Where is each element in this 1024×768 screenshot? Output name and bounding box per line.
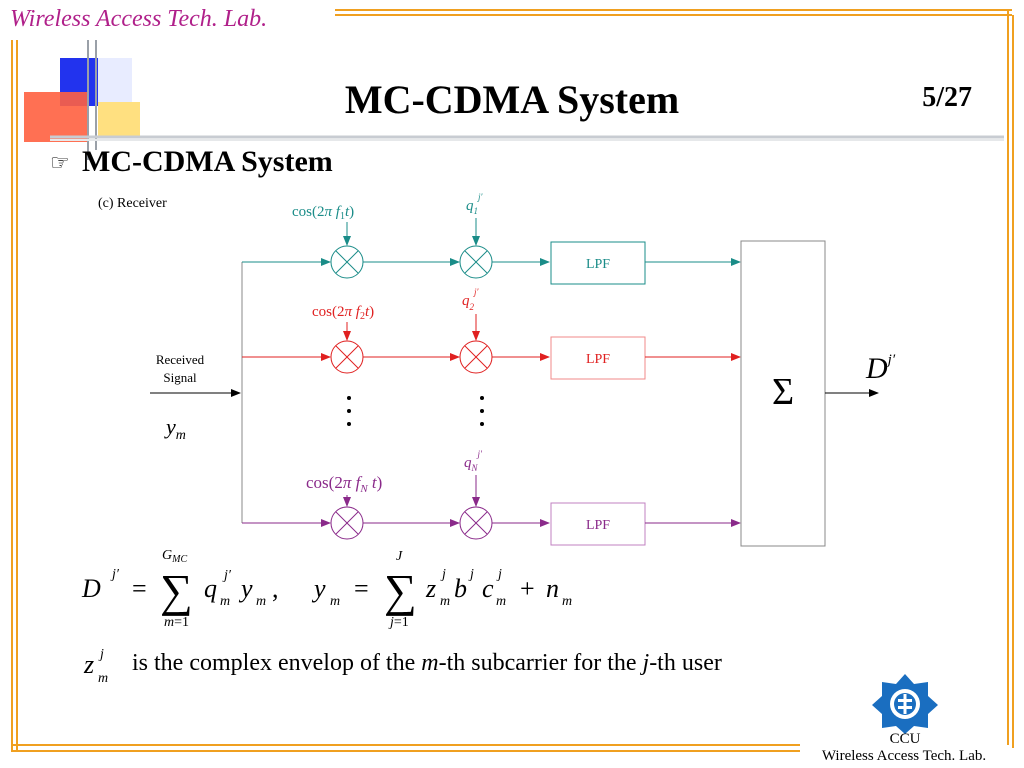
svg-text:m=1: m=1 — [164, 615, 189, 630]
slide-title: MC-CDMA System — [344, 77, 680, 122]
svg-text:m: m — [98, 671, 108, 686]
svg-text:∑: ∑ — [384, 565, 417, 616]
decor-orange-block — [24, 92, 88, 142]
svg-text:J: J — [396, 549, 403, 564]
svg-text:j′: j′ — [222, 568, 232, 583]
lpf-n — [550, 502, 646, 546]
svg-text:=: = — [354, 574, 369, 603]
svg-text:=: = — [132, 574, 147, 603]
svg-text:j: j — [468, 567, 474, 582]
svg-text:m: m — [562, 594, 572, 609]
footer-org: CCU — [889, 731, 921, 747]
svg-text:q: q — [204, 574, 217, 603]
svg-text:j=1: j=1 — [388, 615, 409, 630]
svg-text:z: z — [425, 574, 436, 603]
svg-text:m: m — [220, 594, 230, 609]
lpf-2 — [550, 336, 646, 380]
received-signal-label: Received — [156, 352, 205, 367]
caption-end: -th user — [649, 650, 722, 676]
svg-text:m: m — [496, 594, 506, 609]
caption-text: is the complex envelop of the — [132, 650, 416, 676]
caption-z-symbol: z — [83, 650, 94, 679]
svg-text:j′: j′ — [110, 567, 120, 582]
ccu-emblem-icon — [872, 674, 938, 734]
caption-j: j — [642, 650, 650, 676]
equation-lhs-d: D — [81, 574, 101, 603]
svg-text:b: b — [454, 574, 467, 603]
svg-text:j: j — [496, 567, 502, 582]
svg-text:m: m — [256, 594, 266, 609]
decor-yellow-block — [98, 102, 140, 138]
lab-name: Wireless Access Tech. Lab. — [10, 6, 268, 32]
lpf-2-label: LPF — [586, 352, 610, 367]
caption-m: m — [421, 650, 439, 676]
svg-text:c: c — [482, 574, 494, 603]
svg-text:,: , — [272, 574, 279, 603]
sum-upper-gmc: GMC — [162, 548, 187, 565]
ellipsis-dots — [347, 396, 484, 426]
caption-mid: -th subcarrier for the — [438, 650, 637, 676]
svg-text:+: + — [520, 574, 535, 603]
subheading: MC-CDMA System — [82, 145, 333, 178]
summer-symbol: Σ — [772, 371, 794, 413]
svg-text:y: y — [311, 574, 326, 603]
lpf-1 — [550, 241, 646, 285]
svg-text:m: m — [440, 594, 450, 609]
page-number: 5/27 — [922, 82, 972, 113]
summer-block — [740, 240, 826, 547]
lpf-1-label: LPF — [586, 257, 610, 272]
pointing-hand-icon: ☞ — [50, 150, 70, 175]
lpf-n-label: LPF — [586, 518, 610, 533]
svg-text:∑: ∑ — [160, 565, 193, 616]
footer-lab: Wireless Access Tech. Lab. — [821, 748, 987, 764]
svg-text:y: y — [238, 574, 253, 603]
carrier-2: cos(2π f2t) — [312, 304, 374, 322]
figure-label: (c) Receiver — [98, 196, 167, 211]
svg-text:j: j — [98, 647, 104, 662]
caption: is the complex envelop of the m-th subca… — [132, 650, 722, 677]
svg-text:j: j — [440, 567, 446, 582]
svg-text:m: m — [330, 594, 340, 609]
received-signal-label-2: Signal — [163, 370, 197, 385]
carrier-1: cos(2π f1t) — [292, 204, 354, 222]
svg-text:n: n — [546, 574, 559, 603]
